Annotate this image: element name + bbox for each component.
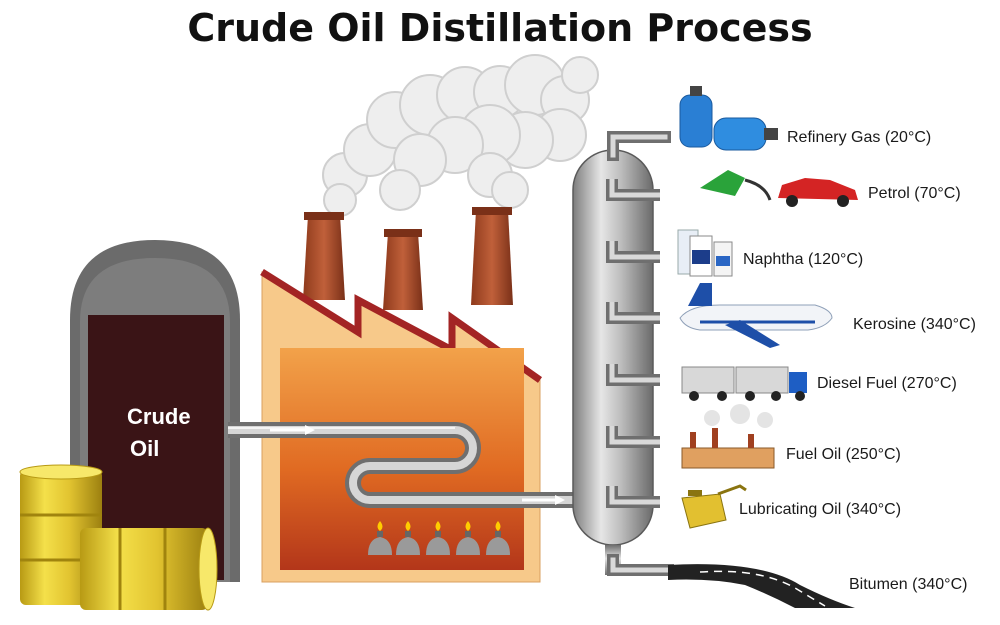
chemical-bottles-icon: [677, 229, 733, 277]
product-labels: Refinery Gas (20°C) Petrol (70°C) Naphtha …: [739, 129, 976, 593]
burner-row: [368, 521, 510, 555]
factory-icon: [681, 404, 775, 469]
truck-icon: [681, 366, 807, 401]
page-title: Crude Oil Distillation Process: [187, 6, 813, 50]
oil-barrels: [19, 464, 218, 611]
flow-arrow-1: [270, 425, 315, 435]
gas-cylinder-icon: [679, 86, 778, 151]
chimneys: [303, 207, 513, 310]
oil-can-icon: [681, 484, 747, 529]
heating-pipe: [228, 422, 585, 508]
product-label-naphtha: Naphtha (120°C): [743, 251, 863, 268]
product-label-diesel-fuel: Diesel Fuel (270°C): [817, 375, 957, 392]
product-label-fuel-oil: Fuel Oil (250°C): [786, 446, 901, 463]
column-outlet-pipes: [607, 131, 674, 576]
product-label-bitumen: Bitumen (340°C): [849, 576, 967, 593]
side-outlet-pipes: [606, 179, 660, 508]
smoke-cloud: [322, 54, 599, 217]
road-icon: [668, 564, 855, 608]
product-label-lubricating-oil: Lubricating Oil (340°C): [739, 501, 901, 518]
distillation-column: [572, 149, 654, 575]
flow-arrow-2: [522, 495, 565, 505]
product-label-refinery-gas: Refinery Gas (20°C): [787, 129, 931, 146]
product-label-kerosine: Kerosine (340°C): [853, 316, 976, 333]
crude-oil-label-line2: Oil: [130, 436, 159, 461]
airplane-icon: [679, 283, 833, 348]
crude-oil-label-line1: Crude: [127, 404, 191, 429]
product-label-petrol: Petrol (70°C): [868, 185, 961, 202]
fuel-nozzle-car-icon: [700, 170, 858, 207]
